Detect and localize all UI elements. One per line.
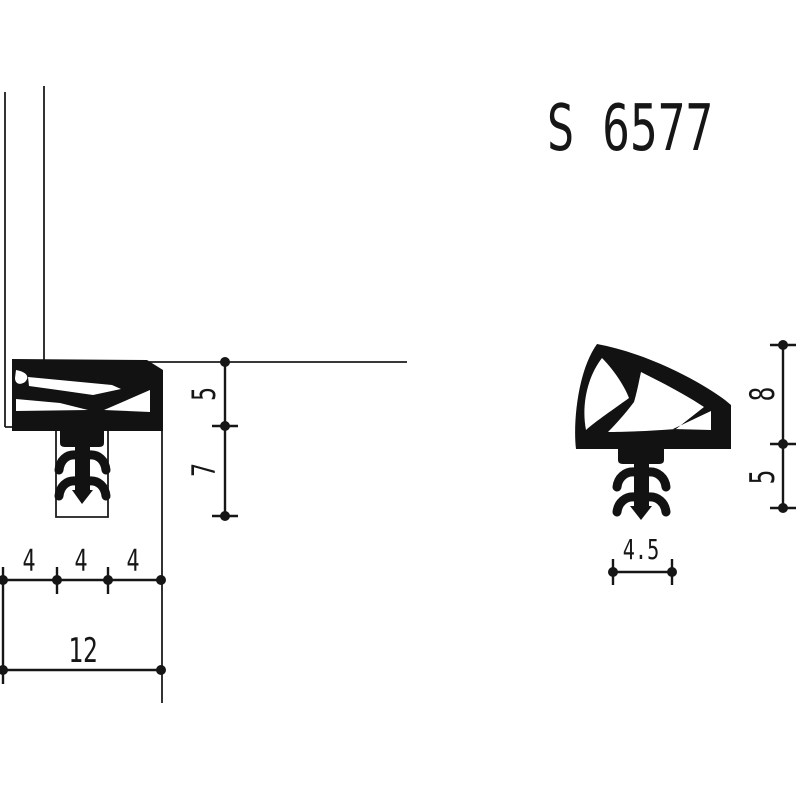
dim-chain-profile-height [770, 340, 796, 513]
dim-dot [156, 665, 166, 675]
dim-dot [778, 503, 788, 513]
dim-label-stem-width: 4.5 [622, 533, 660, 566]
seal-stem-tip-free [630, 506, 652, 520]
seal-stem-installed [60, 431, 104, 492]
seal-stem-tip-installed [72, 490, 93, 504]
dim-dot [103, 575, 113, 585]
dim-dot [220, 357, 230, 367]
dim-label-stem-height: 5 [743, 469, 783, 485]
drawing-title: S 6577 [546, 92, 714, 166]
dim-dot [0, 575, 8, 585]
seal-stem-barbs-free [612, 467, 671, 517]
dim-dot [667, 567, 677, 577]
dim-label-seal-gap: 5 [185, 387, 223, 401]
dim-label-segment-a: 4 [22, 544, 36, 579]
dim-dot [608, 567, 618, 577]
dim-dot [220, 421, 230, 431]
dim-chain-width [0, 567, 166, 684]
dim-label-total-width: 12 [68, 631, 98, 671]
dim-label-body-height: 8 [743, 386, 783, 402]
seal-profile-installed [12, 359, 163, 504]
dim-dot [52, 575, 62, 585]
free-profile-view [575, 344, 731, 520]
dim-dot [778, 340, 788, 350]
dim-label-segment-c: 4 [126, 544, 140, 579]
dim-dot [220, 511, 230, 521]
seal-body-free [575, 344, 731, 449]
dim-dot [0, 665, 8, 675]
dim-dot [778, 439, 788, 449]
seal-stem-barbs-installed [54, 450, 111, 501]
dim-label-groove-depth: 7 [185, 463, 223, 477]
dim-chain-gap-depth [212, 357, 238, 521]
dim-stem-width [608, 559, 677, 585]
dim-label-segment-b: 4 [74, 544, 88, 579]
dim-dot [156, 575, 166, 585]
seal-stem-free [618, 449, 664, 508]
seal-body-installed [12, 359, 163, 431]
